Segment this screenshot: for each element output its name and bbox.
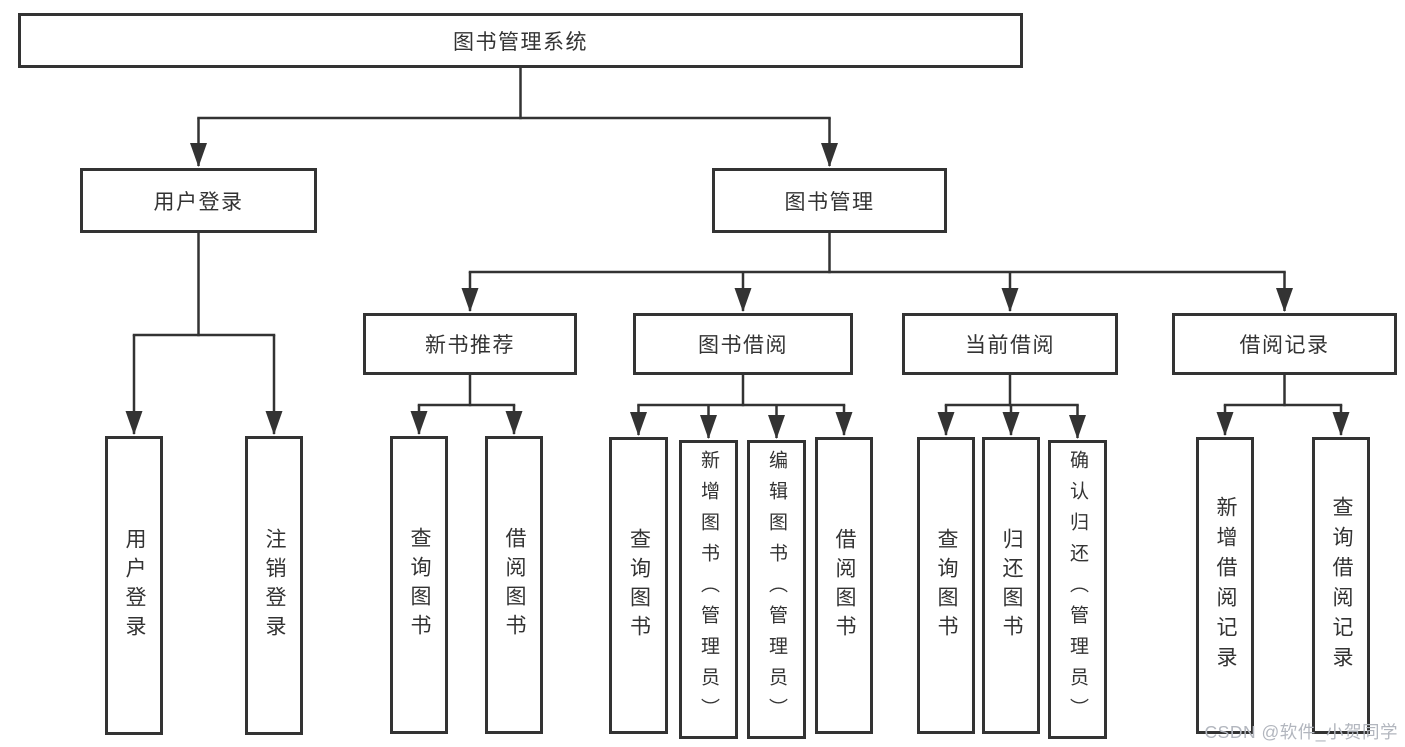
node-cb-return-books: 归还图书 (982, 437, 1040, 734)
node-bb-add-books: 新增图书（管理员） (679, 440, 738, 739)
node-book-mgmt: 图书管理 (712, 168, 947, 233)
node-rec-borrow-books: 借阅图书 (485, 436, 543, 734)
node-bb-edit-books: 编辑图书（管理员） (747, 440, 806, 739)
node-cb-confirm-return: 确认归还（管理员） (1048, 440, 1107, 739)
node-cb-query-books: 查询图书 (917, 437, 975, 734)
node-borrow-records: 借阅记录 (1172, 313, 1397, 375)
node-new-book-rec: 新书推荐 (363, 313, 577, 375)
node-user-login-leaf: 用户登录 (105, 436, 163, 735)
node-book-borrow: 图书借阅 (633, 313, 853, 375)
node-bb-borrow-books: 借阅图书 (815, 437, 873, 734)
node-root: 图书管理系统 (18, 13, 1023, 68)
node-br-add-record: 新增借阅记录 (1196, 437, 1254, 734)
node-bb-query-books: 查询图书 (609, 437, 668, 734)
node-current-borrow: 当前借阅 (902, 313, 1118, 375)
node-br-query-record: 查询借阅记录 (1312, 437, 1370, 734)
node-rec-query-books: 查询图书 (390, 436, 448, 734)
node-user-login-branch: 用户登录 (80, 168, 317, 233)
watermark: CSDN @软件_小贺同学 (1204, 722, 1398, 742)
node-logout-leaf: 注销登录 (245, 436, 303, 735)
